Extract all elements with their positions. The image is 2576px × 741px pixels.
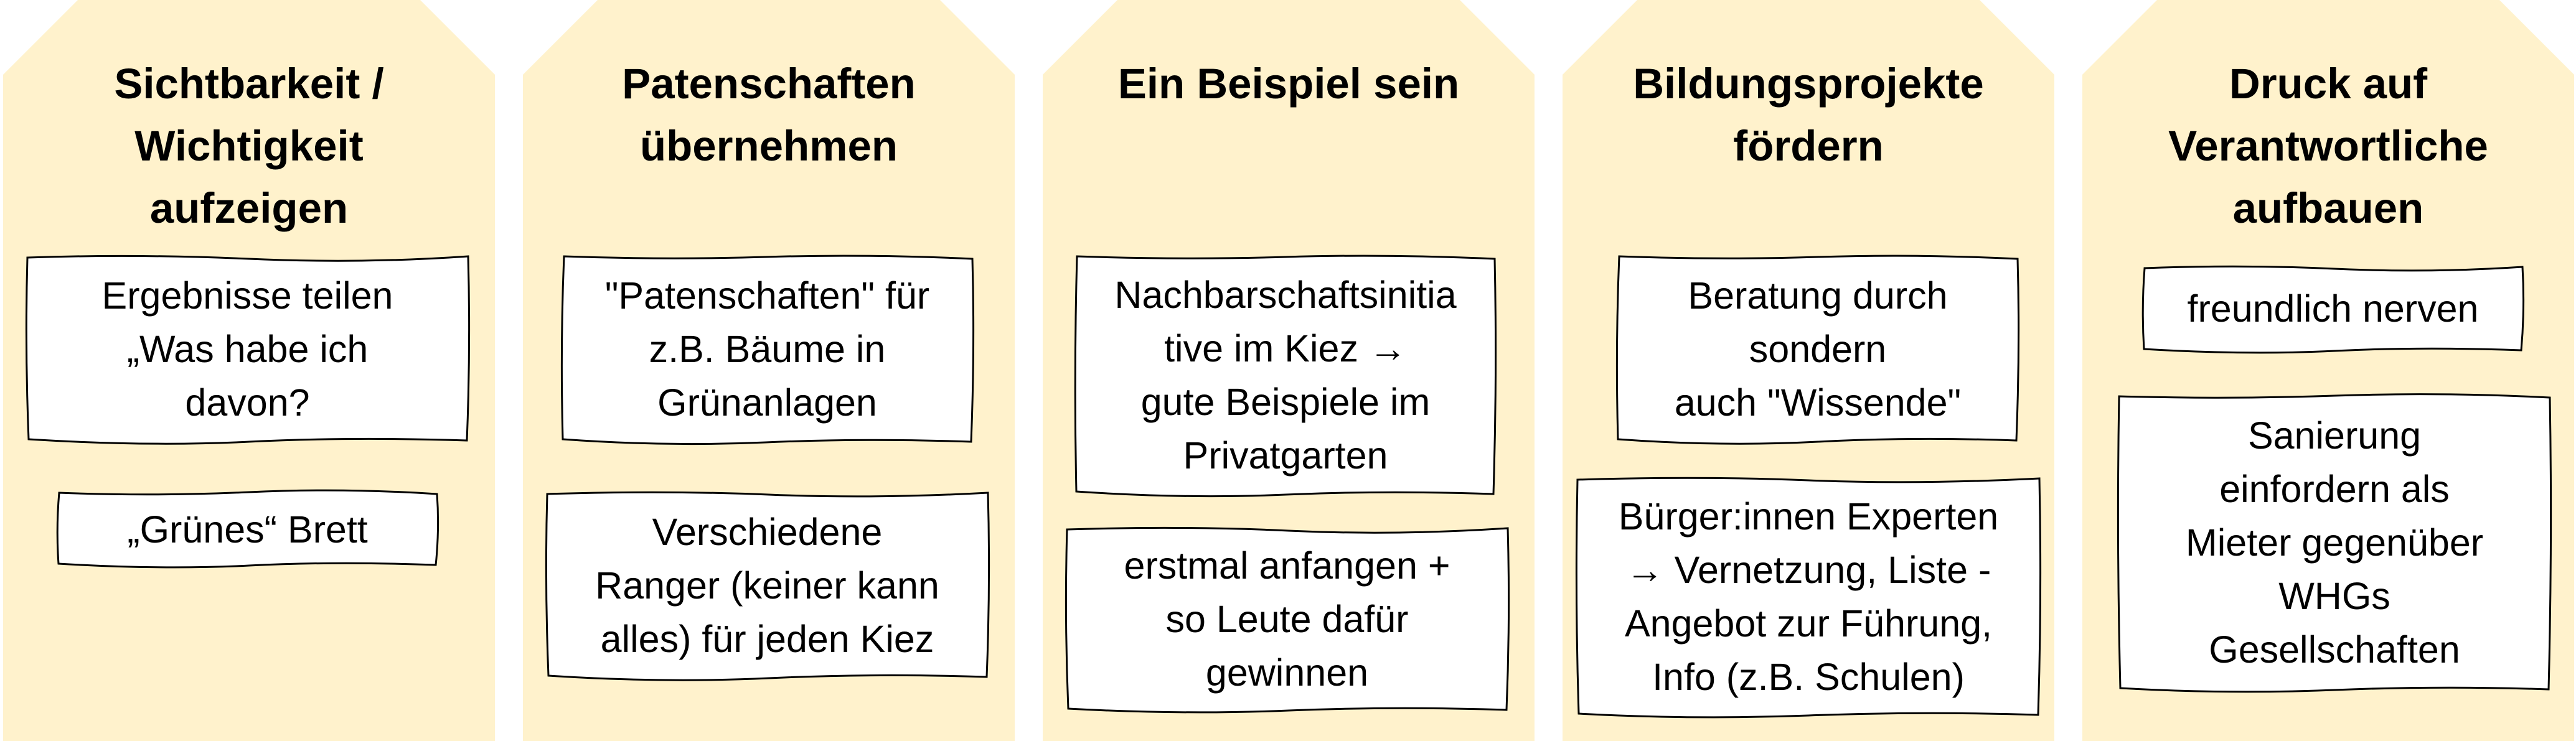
column-patenschaften: Patenschaften übernehmen "Patenschaften"… <box>523 0 1015 741</box>
note-text: Ergebnisse teilen „Was habe ich davon? <box>101 274 393 424</box>
column-beispiel: Ein Beispiel sein Nachbarschaftsinitia t… <box>1043 0 1535 741</box>
sticky-note: Ergebnisse teilen „Was habe ich davon? <box>25 254 471 445</box>
sticky-note: erstmal anfangen + so Leute dafür gewinn… <box>1065 526 1510 714</box>
note-text: erstmal anfangen + so Leute dafür gewinn… <box>1124 544 1450 694</box>
column-druck: Druck auf Verantwortliche aufbauen freun… <box>2082 0 2574 741</box>
sticky-note: Verschiedene Ranger (keiner kann alles) … <box>545 490 990 681</box>
note-text: Beratung durch sondern auch "Wissende" <box>1674 274 1962 424</box>
note-text: freundlich nerven <box>2187 287 2479 330</box>
sticky-note: freundlich nerven <box>2141 264 2525 354</box>
sticky-note: "Patenschaften" für z.B. Bäume in Grünan… <box>560 254 975 445</box>
column-title: Druck auf Verantwortliche aufbauen <box>2168 60 2488 232</box>
column-title: Bildungsprojekte fördern <box>1633 60 1984 170</box>
note-text: Verschiedene Ranger (keiner kann alles) … <box>595 511 939 660</box>
column-title: Patenschaften übernehmen <box>622 60 916 170</box>
sticky-note: Nachbarschaftsinitia tive im Kiez → gute… <box>1074 254 1497 498</box>
note-text: Sanierung einfordern als Mieter gegenübe… <box>2185 414 2484 671</box>
sticky-note: Bürger:innen Experten → Vernetzung, List… <box>1575 476 2042 719</box>
note-text: Bürger:innen Experten → Vernetzung, List… <box>1618 495 1999 698</box>
sticky-note: „Grünes“ Brett <box>56 489 440 569</box>
note-text: "Patenschaften" für z.B. Bäume in Grünan… <box>604 274 930 424</box>
note-text: „Grünes“ Brett <box>127 508 368 551</box>
sticky-note: Sanierung einfordern als Mieter gegenübe… <box>2117 393 2552 693</box>
column-title: Ein Beispiel sein <box>1117 60 1460 108</box>
column-bildungsprojekte: Bildungsprojekte fördern Beratung durch … <box>1563 0 2054 741</box>
column-title: Sichtbarkeit / Wichtigkeit aufzeigen <box>114 60 384 232</box>
sticky-note: Beratung durch sondern auch "Wissende" <box>1615 254 2020 445</box>
column-sichtbarkeit: Sichtbarkeit / Wichtigkeit aufzeigen Erg… <box>3 0 495 741</box>
note-text: Nachbarschaftsinitia tive im Kiez → gute… <box>1114 274 1457 477</box>
